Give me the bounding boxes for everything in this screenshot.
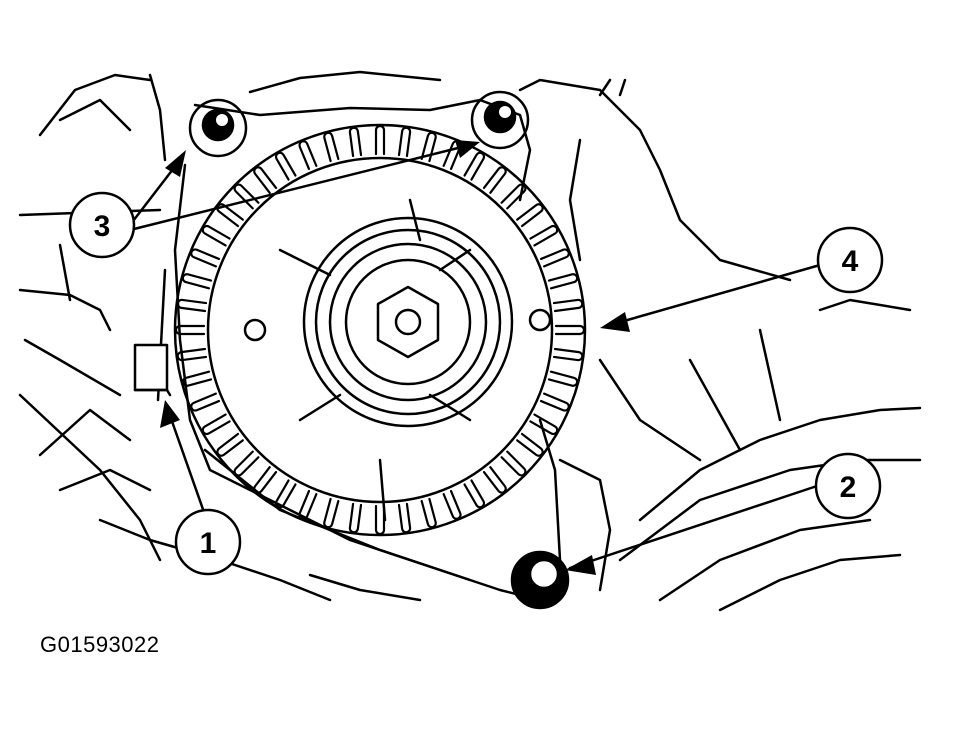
upper-left-bolt [188,98,248,158]
cooling-slot [323,497,340,529]
leader-lines [128,143,822,570]
cooling-slot [552,347,584,362]
cooling-slot [420,497,437,529]
cooling-slot [190,392,221,412]
electrical-connector [133,343,172,397]
arrowhead-3-left [165,150,186,177]
cooling-slot [201,224,231,247]
arrowhead-4 [600,312,630,332]
cooling-slot [348,502,363,534]
cooling-slot [516,432,544,457]
cooling-slot [233,183,260,210]
cooling-slot [181,370,213,387]
cooling-slot [500,450,527,477]
cooling-slot [500,183,527,210]
cooling-slot [547,273,579,290]
cooling-slot [298,489,318,520]
upper-right-bolt [470,90,530,150]
cooling-slot [190,248,221,268]
arrowhead-1 [160,400,180,428]
cooling-slot [298,140,318,171]
cooling-slot [253,466,278,494]
callout-label-3: 3 [94,210,111,243]
alternator-pulley [302,216,514,428]
callout-circle-1 [174,508,242,576]
arrowhead-2 [565,555,596,575]
cooling-slot [482,466,507,494]
cooling-slot [348,126,363,158]
cooling-slot [174,324,206,336]
cooling-slot [274,479,297,509]
callout-circle-2 [814,452,882,520]
cooling-slot [552,298,584,313]
cooling-slot [397,502,412,534]
cooling-slot [323,131,340,163]
callout-circle-4 [816,226,884,294]
cooling-slot [397,126,412,158]
cooling-slot [176,347,208,362]
cooling-slot [274,151,297,181]
cooling-slot [463,151,486,181]
callout-circle-3 [68,191,136,259]
callout-label-1: 1 [200,527,217,560]
engine-background-lines [18,70,922,612]
cooling-slot [216,203,244,228]
callout-label-2: 2 [840,471,857,504]
cooling-slot [442,489,462,520]
cooling-slot [529,413,559,436]
cooling-slot [516,203,544,228]
arrowhead-3-right [455,140,480,158]
cooling-slot [253,166,278,194]
cooling-slot [216,432,244,457]
cooling-slot [463,479,486,509]
cooling-slot [420,131,437,163]
cooling-slot [374,124,386,156]
cooling-slot [539,248,570,268]
callout-label-4: 4 [842,245,859,278]
cooling-slot [539,392,570,412]
cooling-slot [547,370,579,387]
cooling-slot [529,224,559,247]
figure-code: G01593022 [40,632,160,657]
cooling-slot [482,166,507,194]
cooling-slot [374,504,386,536]
cooling-slot [233,450,260,477]
cooling-slot [554,324,586,336]
alternator-housing [173,123,587,537]
arrowheads [160,140,630,575]
lower-bolt [510,550,570,610]
cooling-slot [176,298,208,313]
cooling-slot [181,273,213,290]
cooling-slot [201,413,231,436]
